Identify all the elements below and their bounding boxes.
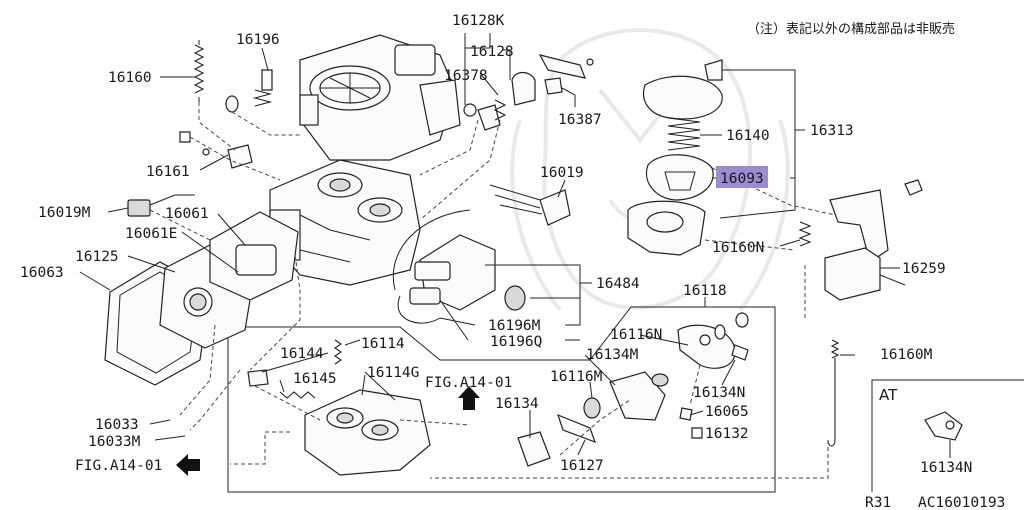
label-16061e[interactable]: 16061E — [125, 226, 177, 242]
label-16196[interactable]: 16196 — [236, 32, 280, 48]
label-16093[interactable]: 16093 — [720, 171, 764, 187]
label-16387[interactable]: 16387 — [558, 112, 602, 128]
leader-lines — [79, 33, 951, 458]
label-16160n[interactable]: 16160N — [712, 240, 764, 256]
return-spring-rod — [827, 339, 840, 447]
label-16033m[interactable]: 16033M — [88, 434, 141, 450]
assembly-dashed-lines — [149, 102, 836, 479]
label-16128[interactable]: 16128 — [470, 44, 514, 60]
throttle-chamber-gaskets — [104, 194, 299, 386]
at-inset-frame — [871, 379, 1024, 492]
label-16127[interactable]: 16127 — [560, 458, 604, 474]
throttle-linkage-parts — [477, 54, 594, 131]
label-16313[interactable]: 16313 — [810, 123, 854, 139]
label-16065[interactable]: 16065 — [705, 404, 749, 420]
right-bracket-actuator — [798, 179, 923, 301]
label-16259[interactable]: 16259 — [902, 261, 946, 277]
carburetor-upper-body — [299, 34, 477, 161]
top-left-small-parts — [179, 40, 273, 169]
at-inset-lever — [924, 411, 963, 441]
label-16145[interactable]: 16145 — [293, 371, 337, 387]
diaphragm-cover-assembly — [627, 59, 723, 256]
label-16144[interactable]: 16144 — [280, 346, 324, 362]
throttle-sensor-assembly — [392, 184, 571, 324]
label-16128k[interactable]: 16128K — [452, 13, 505, 29]
at-inset-title: AT — [879, 386, 898, 404]
label-16134[interactable]: 16134 — [495, 396, 539, 412]
label-16114[interactable]: 16114 — [361, 336, 405, 352]
label-16196m[interactable]: 16196M — [488, 318, 541, 334]
label-16118[interactable]: 16118 — [683, 283, 727, 299]
throttle-chamber — [247, 339, 431, 476]
footer-code: AC16010193 — [918, 495, 1005, 510]
fig-ref-left-arrow — [176, 454, 200, 476]
label-16116m[interactable]: 16116M — [550, 369, 603, 385]
label-16196q[interactable]: 16196Q — [490, 334, 542, 350]
lower-linkage-parts — [517, 312, 749, 467]
label-16125[interactable]: 16125 — [75, 249, 119, 265]
label-16484[interactable]: 16484 — [596, 276, 640, 292]
part-highlight — [716, 166, 768, 188]
footer-model: R31 — [865, 495, 891, 510]
label-16033[interactable]: 16033 — [95, 417, 139, 433]
fig-ref-up[interactable]: FIG.A14-01 — [425, 375, 512, 391]
label-16116n[interactable]: 16116N — [610, 327, 662, 343]
label-16134n[interactable]: 16134N — [693, 385, 745, 401]
label-16134m[interactable]: 16134M — [586, 347, 639, 363]
label-16160m[interactable]: 16160M — [880, 347, 933, 363]
label-16134n-at[interactable]: 16134N — [920, 460, 972, 476]
label-16140[interactable]: 16140 — [726, 128, 770, 144]
label-16160[interactable]: 16160 — [108, 70, 152, 86]
label-16161[interactable]: 16161 — [146, 164, 190, 180]
label-16132[interactable]: 16132 — [705, 426, 749, 442]
label-16114g[interactable]: 16114G — [367, 365, 419, 381]
label-16063[interactable]: 16063 — [20, 265, 64, 281]
label-16378[interactable]: 16378 — [444, 68, 488, 84]
main-assembly-frame — [227, 306, 776, 493]
fig-ref-up-arrow — [458, 386, 480, 410]
fig-ref-left[interactable]: FIG.A14-01 — [75, 458, 162, 474]
watermark-emblem — [510, 28, 790, 312]
label-16019[interactable]: 16019 — [540, 165, 584, 181]
note-text: （注）表記以外の構成部品は非販売 — [747, 21, 955, 37]
label-16061[interactable]: 16061 — [165, 206, 209, 222]
label-16019m[interactable]: 16019M — [38, 205, 91, 221]
